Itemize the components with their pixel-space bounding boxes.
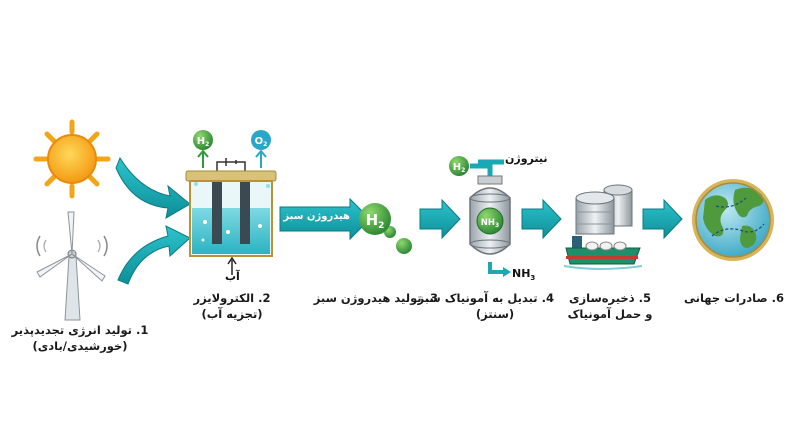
step-4-title: 4. تبدیل به آمونیاک سبز [417, 291, 554, 305]
svg-text:NH3: NH3 [481, 218, 499, 229]
step-5-title: 5. ذخیره‌سازی [568, 291, 651, 305]
step-3-caption: 3. تولید هیدروژن سبز [313, 290, 438, 306]
step-4-caption: 4. تبدیل به آمونیاک سبز (سنتز) [417, 290, 554, 322]
wind-turbine-icon [36, 211, 108, 321]
green-hydrogen-arrow [279, 197, 371, 241]
step-2-subtitle: (تجزیه آب) [201, 307, 263, 321]
step-1-subtitle: (خورشیدی/بادی) [32, 339, 128, 353]
step-4-subtitle: (سنتز) [475, 307, 515, 321]
nitrogen-label: نیتروژن [505, 152, 548, 165]
step-6-title: 6. صادرات جهانی [684, 291, 784, 305]
step-2-title: 2. الکترولایزر [193, 291, 271, 305]
curved-arrow-upper [115, 156, 191, 219]
green-hydrogen-arrow-label: هیدروژن سبز [283, 211, 350, 222]
ammonia-reactor-icon: H2 NH3 [449, 156, 511, 277]
step-5-caption: 5. ذخیره‌سازی و حمل آمونیاک [560, 290, 660, 322]
arrow-5-to-6 [642, 198, 683, 240]
step-6-caption: 6. صادرات جهانی [680, 290, 788, 306]
step-1-title: 1. تولید انرژی تجدیدپذیر [11, 323, 149, 337]
electrolyzer-icon: H2 O2 [185, 130, 277, 275]
step-5-subtitle: و حمل آمونیاک [567, 307, 653, 321]
globe-icon [692, 179, 774, 261]
curved-arrow-lower [117, 225, 191, 285]
storage-tanks-icon [575, 184, 633, 235]
step-2-caption: 2. الکترولایزر (تجزیه آب) [170, 290, 294, 322]
step-3-title: 3. تولید هیدروژن سبز [313, 291, 438, 305]
hydrogen-molecule-icon: H2 [359, 203, 412, 254]
step-1-caption: 1. تولید انرژی تجدیدپذیر (خورشیدی/بادی) [0, 322, 160, 354]
sun-icon [33, 119, 111, 199]
arrow-4-to-5 [521, 198, 562, 240]
nh3-output-label: NH3 [512, 267, 536, 283]
arrow-3-to-4 [419, 198, 461, 240]
water-label: آب [225, 270, 240, 283]
tanker-ship-icon [563, 236, 643, 270]
